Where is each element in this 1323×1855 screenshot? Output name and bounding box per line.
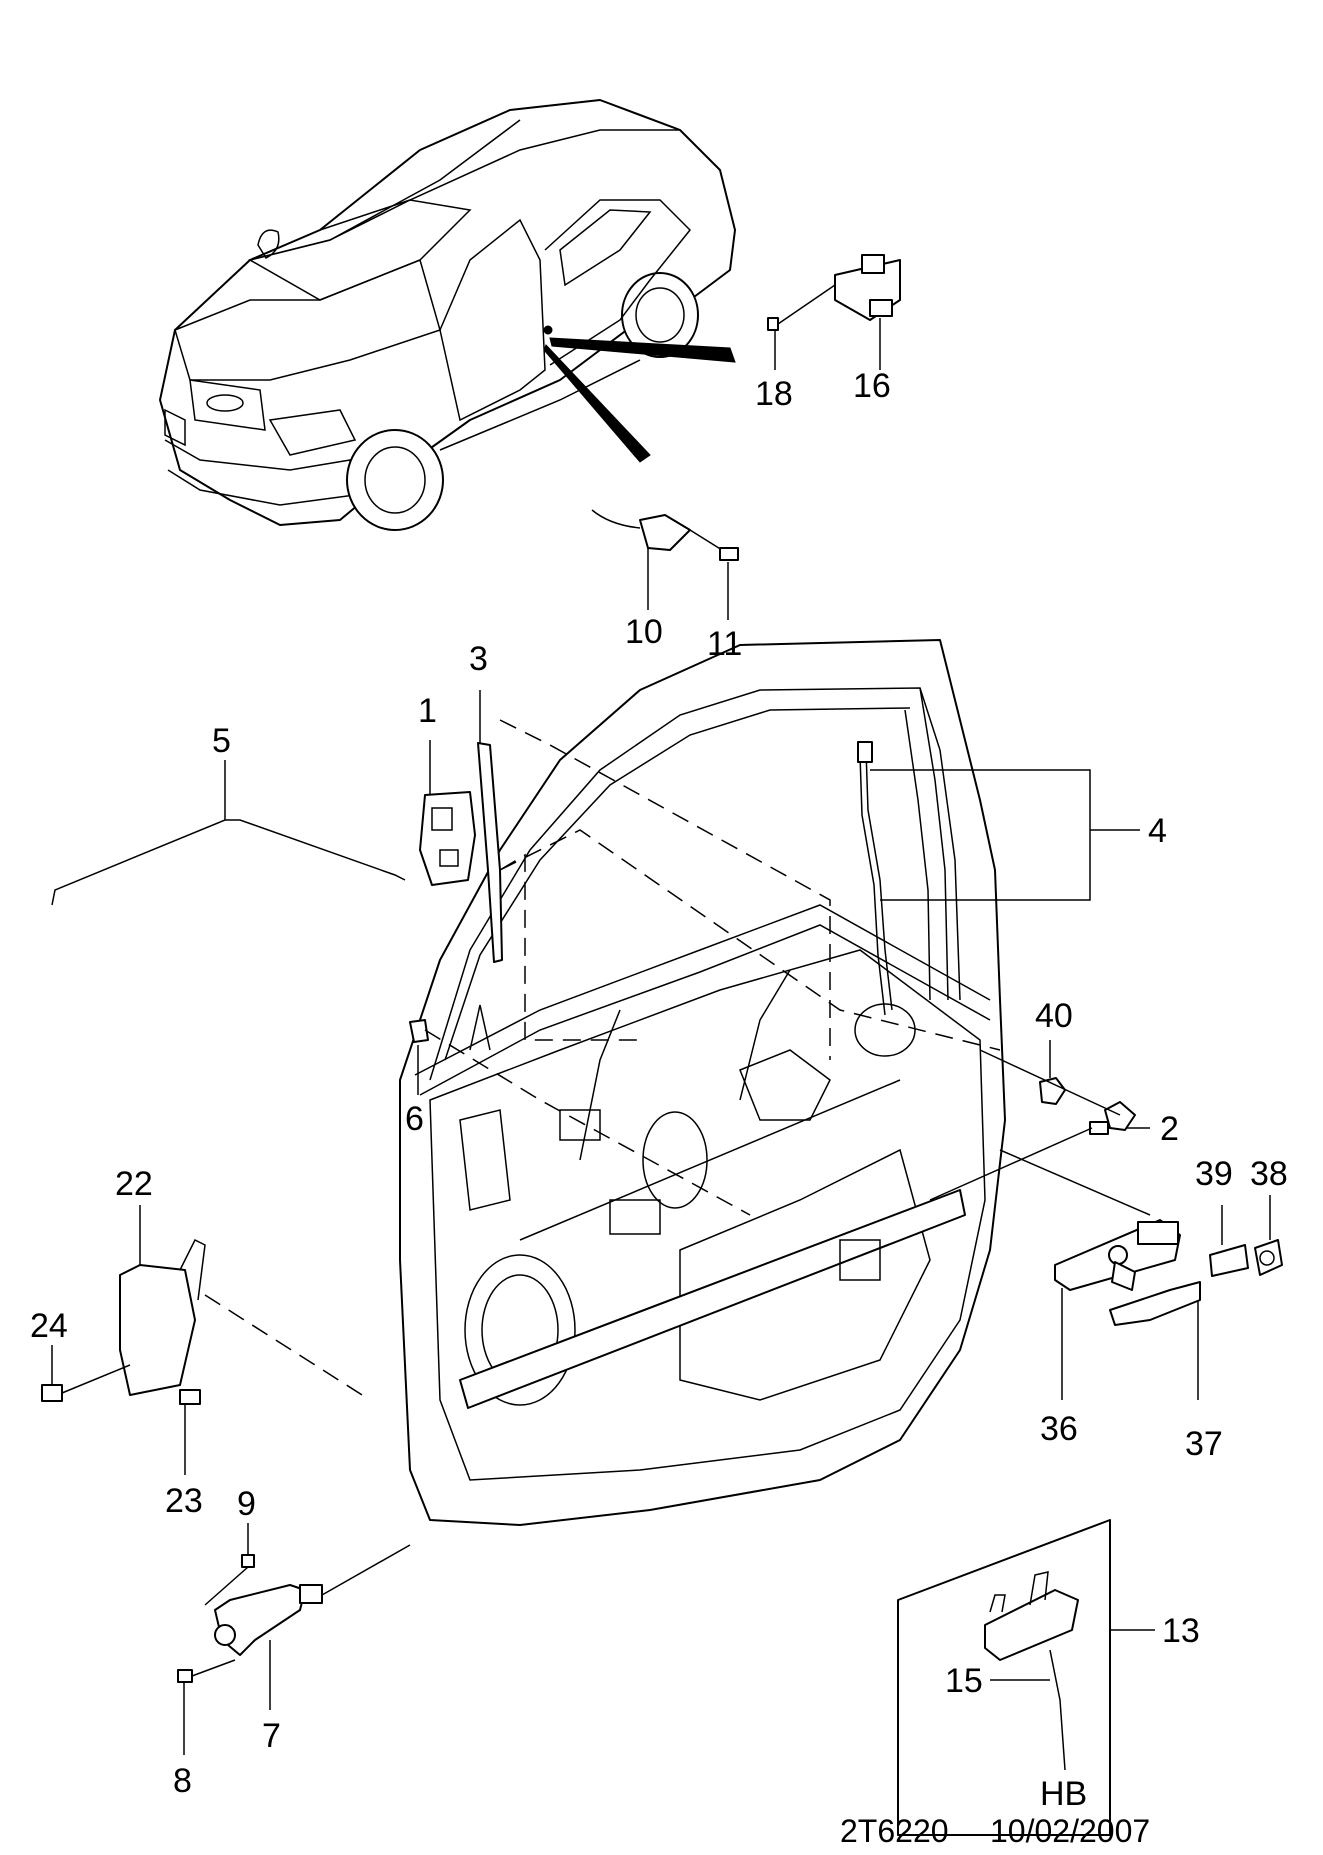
part-2-screw [929, 1121, 1150, 1201]
callout-10: 10 [625, 613, 663, 651]
part-40-nut [1039, 1040, 1066, 1105]
part-37-outside-handle [1109, 1281, 1201, 1400]
callout-4: 4 [1148, 812, 1167, 850]
callout-1: 1 [418, 692, 437, 730]
part-9-bolt [204, 1523, 255, 1606]
part-1-door-lock [419, 740, 476, 886]
part-7-check-strap [214, 1584, 323, 1710]
callout-24: 24 [30, 1307, 68, 1345]
strap-7-to-door [321, 1544, 411, 1596]
assembly-lines [424, 719, 1001, 1216]
callout-5: 5 [212, 722, 231, 760]
part-23-hinge-bolt [179, 1389, 201, 1475]
part-22-lower-hinge [119, 1205, 206, 1396]
callout-13: 13 [1162, 1612, 1200, 1650]
callout-6: 6 [405, 1100, 424, 1138]
part-24-hinge-bolt [41, 1345, 131, 1402]
part-10-door-switch [591, 509, 691, 610]
callout-3: 3 [469, 640, 488, 678]
part-36-handle-frame [1054, 1219, 1181, 1400]
callout-37: 37 [1185, 1425, 1223, 1463]
document-footer: 2T6220 10/02/2007 [840, 1813, 1150, 1849]
callout-38: 38 [1250, 1155, 1288, 1193]
callout-36: 36 [1040, 1410, 1078, 1448]
part-handle-bracket [979, 1049, 1151, 1216]
hinge-22-to-door [204, 1294, 371, 1401]
part-16-door-hinge [834, 254, 901, 370]
part-5-lock-rod [51, 760, 406, 906]
callout-labels: 18 16 10 11 3 1 5 4 40 6 2 22 24 39 38 3… [30, 367, 1288, 1813]
door-panel [399, 639, 1006, 1526]
callout-8: 8 [173, 1762, 192, 1800]
part-8-bolt [177, 1659, 236, 1755]
document-date: 10/02/2007 [990, 1813, 1150, 1849]
vehicle-illustration [159, 99, 736, 531]
callout-18: 18 [755, 375, 793, 413]
callout-9: 9 [237, 1485, 256, 1523]
callout-23: 23 [165, 1482, 203, 1520]
callout-15: 15 [945, 1662, 983, 1700]
callout-7: 7 [262, 1717, 281, 1755]
callout-16: 16 [853, 367, 891, 405]
part-3-rear-channel [477, 690, 503, 963]
part-18-hinge-bolt [767, 284, 836, 370]
inset-box-13 [897, 1519, 1155, 1836]
callout-39: 39 [1195, 1155, 1233, 1193]
callout-2: 2 [1160, 1110, 1179, 1148]
callout-40: 40 [1035, 997, 1073, 1035]
inset-variant-label: HB [1040, 1775, 1087, 1813]
part-11-switch-screw [689, 529, 739, 620]
part-38-key-cylinder [1254, 1195, 1283, 1276]
callout-11: 11 [707, 625, 742, 663]
part-6-clip [409, 1019, 429, 1095]
part-39-cap [1209, 1205, 1249, 1277]
document-id: 2T6220 [840, 1813, 949, 1849]
callout-22: 22 [115, 1165, 153, 1203]
part-4-lock-rods [857, 741, 1140, 1016]
